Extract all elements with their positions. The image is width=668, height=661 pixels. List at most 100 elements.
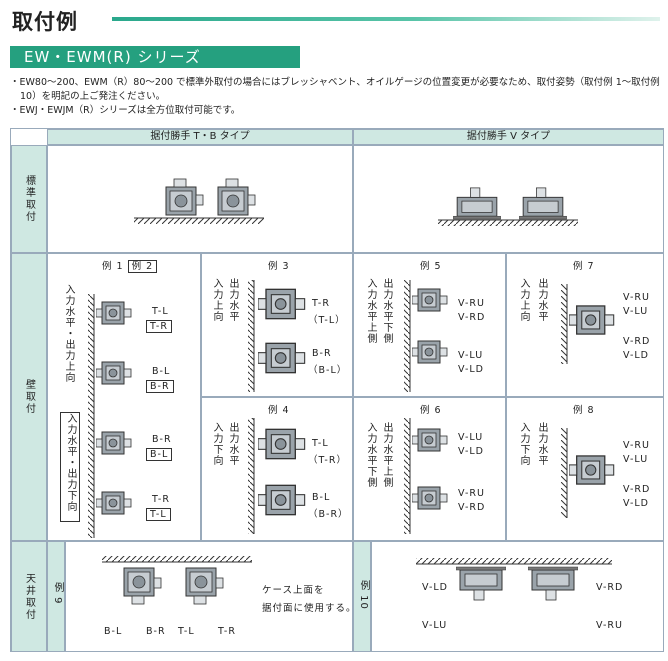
- ex12-label-5: B-R: [152, 434, 172, 445]
- ex5-l2: V-RD: [458, 312, 486, 323]
- ex3-dir-in: 入力上向: [211, 278, 222, 322]
- ex6-l3: V-RU: [458, 488, 485, 499]
- ex12-label-1: T-L: [152, 306, 169, 317]
- ex8-dir-in: 入力下向: [518, 422, 529, 466]
- ex3-l3: B-R: [312, 348, 332, 359]
- ex10-side: 例 10: [353, 541, 371, 652]
- standard-tb-cell: [47, 145, 353, 253]
- ex4-l1: T-L: [312, 438, 329, 449]
- ex12-label-6: B-L: [146, 448, 173, 461]
- ex4-dir-in: 入力下向: [211, 422, 222, 466]
- ex12-label-3: B-L: [152, 366, 171, 377]
- page-title: 取付例: [12, 10, 78, 34]
- ex9-note1: ケース上面を: [262, 585, 325, 596]
- ex9-side: 例 9: [47, 541, 65, 652]
- ex7-l3: V-RD: [623, 336, 651, 347]
- ex9-l4: T-R: [218, 626, 236, 637]
- example-9-cell: B-L B-R T-L T-R ケース上面を 据付面に使用する。: [65, 541, 356, 652]
- ex5-l4: V-LD: [458, 364, 484, 375]
- ex4-l3: B-L: [312, 492, 331, 503]
- ex10-l2: V-RD: [596, 582, 624, 593]
- example-4-cell: 例 4 入力下向 出力水平 T-L （T-R） B-L （B-R）: [201, 397, 353, 541]
- row-header-wall: 壁取付: [11, 253, 47, 541]
- series-banner: EW・EWM(R) シリーズ: [10, 46, 300, 68]
- ex10-l4: V-RU: [596, 620, 623, 631]
- ex7-label: 例 7: [573, 261, 595, 272]
- example-3-cell: 例 3 入力上向 出力水平 T-R （T-L） B-R （B-L）: [201, 253, 353, 397]
- note-2: ・EWJ・EWJM（R）シリーズは全方位取付可能です。: [10, 105, 241, 116]
- ex6-label: 例 6: [420, 405, 442, 416]
- ex3-l4: （B-L）: [308, 365, 348, 376]
- ex9-l3: T-L: [178, 626, 195, 637]
- ex12-label-4: B-R: [146, 380, 174, 393]
- ex12-label-8: T-L: [146, 508, 171, 521]
- ex8-l1: V-RU: [623, 440, 650, 451]
- ex12-dir-top: 入力水平・出力上向: [63, 284, 74, 383]
- example-6-cell: 例 6 入力水平下側 出力水平上側 V-LU V-LD V-RU V-RD: [353, 397, 506, 541]
- ex6-l2: V-LD: [458, 446, 484, 457]
- ex5-l3: V-LU: [458, 350, 484, 361]
- ex6-drawing: [404, 418, 448, 534]
- ex9-l2: B-R: [146, 626, 166, 637]
- ex4-label: 例 4: [268, 405, 290, 416]
- row-header-ceiling: 天井取付: [11, 541, 47, 652]
- ex3-l1: T-R: [312, 298, 330, 309]
- ex3-label: 例 3: [268, 261, 290, 272]
- ex5-l1: V-RU: [458, 298, 485, 309]
- example-7-cell: 例 7 入力上向 出力水平 V-RU V-LU V-RD V-LD: [506, 253, 664, 397]
- col-header-v: 据付勝手 V タイプ: [353, 129, 664, 145]
- ex10-label: 例 10: [358, 580, 369, 610]
- ex10-drawing: [416, 558, 612, 601]
- mounting-table: 据付勝手 T・B タイプ 据付勝手 V タイプ 標準取付 壁取付 天井取付 例 …: [10, 128, 664, 652]
- ex7-l2: V-LU: [623, 306, 649, 317]
- ex8-dir-out: 出力水平: [536, 422, 547, 466]
- ex5-dir-out: 出力水平下側: [381, 278, 392, 344]
- ex4-dir-out: 出力水平: [227, 422, 238, 466]
- ex4-l4: （B-R）: [308, 509, 349, 520]
- ex9-drawing: [102, 556, 252, 605]
- ex8-drawing: [561, 428, 615, 518]
- ex4-l2: （T-R）: [308, 455, 347, 466]
- example-10-cell: V-LD V-RD V-LU V-RU: [371, 541, 664, 652]
- standard-v-drawing: [438, 187, 578, 226]
- ex9-note2: 据付面に使用する。: [262, 603, 357, 614]
- ex12-drawing: [88, 294, 132, 538]
- example-8-cell: 例 8 入力下向 出力水平 V-RU V-LU V-RD V-LD: [506, 397, 664, 541]
- standard-tb-drawing: [134, 178, 264, 224]
- ex8-l3: V-RD: [623, 484, 651, 495]
- standard-v-cell: [353, 145, 664, 253]
- ex3-drawing: [248, 280, 306, 392]
- example-5-cell: 例 5 入力水平上側 出力水平下側 V-RU V-RD V-LU V-LD: [353, 253, 506, 397]
- row-header-standard: 標準取付: [11, 145, 47, 253]
- ex7-l1: V-RU: [623, 292, 650, 303]
- ex6-l1: V-LU: [458, 432, 484, 443]
- ex7-dir-in: 入力上向: [518, 278, 529, 322]
- ex10-l1: V-LD: [422, 582, 448, 593]
- ex6-l4: V-RD: [458, 502, 486, 513]
- ex5-label: 例 5: [420, 261, 442, 272]
- note-1: ・EW80～200、EWM（R）80～200 で標準外取付の場合にはブレッシャベ…: [10, 77, 660, 102]
- ex3-dir-out: 出力水平: [227, 278, 238, 322]
- ex12-label-7: T-R: [152, 494, 170, 505]
- ex7-l4: V-LD: [623, 350, 649, 361]
- ex8-label: 例 8: [573, 405, 595, 416]
- ex1-label: 例 1: [102, 261, 124, 272]
- ex2-label: 例 2: [127, 260, 158, 273]
- ex5-dir-in: 入力水平上側: [365, 278, 376, 344]
- ex6-dir-out: 出力水平上側: [381, 422, 392, 488]
- title-underline: [112, 17, 660, 21]
- ex8-l4: V-LD: [623, 498, 649, 509]
- ex9-l1: B-L: [104, 626, 123, 637]
- ex3-l2: （T-L）: [308, 315, 346, 326]
- ex10-l3: V-LU: [422, 620, 448, 631]
- notes: ・EW80～200、EWM（R）80～200 で標準外取付の場合にはブレッシャベ…: [10, 76, 660, 118]
- ex5-drawing: [404, 280, 448, 392]
- ex7-dir-out: 出力水平: [536, 278, 547, 322]
- ex4-drawing: [248, 418, 306, 534]
- ex8-l2: V-LU: [623, 454, 649, 465]
- ex7-drawing: [561, 284, 615, 364]
- ex9-label: 例 9: [52, 582, 63, 605]
- ex12-dir-bottom: 入力水平・出力下向: [60, 412, 80, 522]
- ex12-label-2: T-R: [146, 320, 172, 333]
- col-header-tb: 据付勝手 T・B タイプ: [47, 129, 353, 145]
